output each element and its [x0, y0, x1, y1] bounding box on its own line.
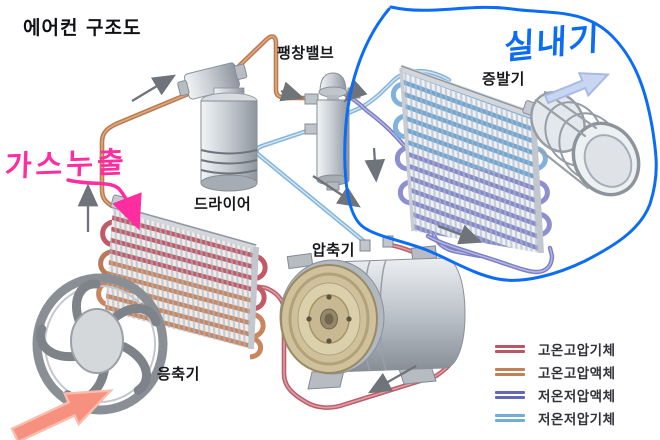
- airflow-arrow-warm: [10, 389, 114, 440]
- blower-wheel: [530, 90, 641, 197]
- legend-swatch-hot-liquid: [495, 368, 525, 376]
- flow-arrows: [77, 74, 483, 394]
- legend-swatch-low-liquid: [495, 391, 525, 399]
- indoor-unit-annotation-text: 실내기: [503, 17, 602, 68]
- page-title: 에어컨 구조도: [23, 17, 142, 39]
- legend-label: 저온저압액체: [538, 389, 616, 405]
- airflow-arrow-cool: [543, 72, 611, 105]
- purple-pipe-evaporator-bottom: [425, 233, 555, 275]
- legend-label: 저온저압기체: [538, 412, 616, 428]
- legend-swatch-hot-gas: [495, 345, 525, 353]
- condenser-coil: [96, 194, 268, 360]
- label-evaporator: 증발기: [482, 70, 525, 88]
- compressor-body: [279, 235, 466, 390]
- evaporator-coil: [390, 64, 552, 254]
- label-expansion-valve: 팽창밸브: [277, 44, 335, 62]
- compressor-pulley: [280, 264, 378, 374]
- dryer-tank: [177, 62, 258, 192]
- gas-leak-arrow-annotation: [66, 178, 142, 231]
- label-condenser: 응축기: [157, 365, 200, 383]
- legend-row-hot-liquid: 고온고압액체: [495, 365, 616, 382]
- label-dryer: 드라이어: [194, 195, 252, 213]
- legend-row-low-liquid: 저온저압액체: [495, 388, 616, 405]
- legend-label: 고온고압액체: [538, 366, 616, 382]
- legend-row-hot-gas: 고온고압기체: [495, 342, 616, 359]
- pipe-legend: 고온고압기체 고온고압액체 저온저압액체 저온저압기체: [495, 342, 616, 428]
- legend-label: 고온고압기체: [538, 343, 616, 359]
- legend-row-low-gas: 저온저압기체: [495, 411, 616, 428]
- label-compressor: 압축기: [312, 241, 355, 259]
- legend-swatch-low-gas: [495, 414, 525, 422]
- indoor-unit-circle-annotation: [343, 5, 658, 282]
- gas-leak-annotation-text: 가스누출: [4, 144, 129, 184]
